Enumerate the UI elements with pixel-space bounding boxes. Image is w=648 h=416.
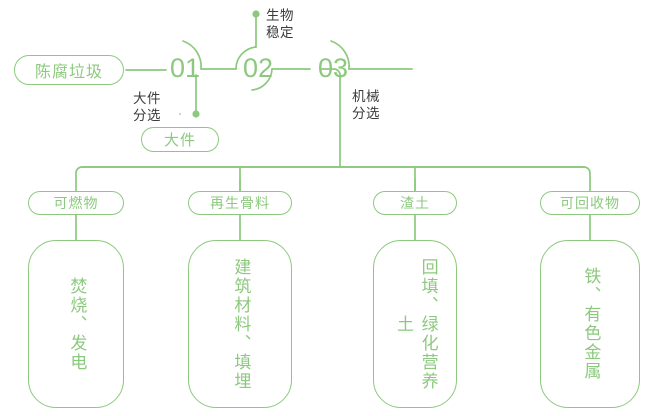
destination-text-slag-soil: 回填、绿化营养土 (394, 257, 438, 391)
dot-bio (252, 10, 260, 18)
box-destination-slag-soil[interactable]: 回填、绿化营养土 (373, 240, 457, 408)
node-bulky-output[interactable]: 大件 (141, 127, 219, 152)
note-bio-stabilize: 生物 稳定 (266, 8, 294, 41)
node-category-slag-soil[interactable]: 渣土 (373, 191, 457, 215)
arc-02-upper (235, 46, 257, 70)
dot-bulky (192, 110, 200, 118)
phase-number-03: 03 (318, 53, 349, 83)
arc-01 (182, 40, 202, 70)
note-mechanical-sort: 机械 分选 (352, 89, 380, 122)
box-destination-combustible[interactable]: 焚烧、发电 (28, 240, 124, 408)
box-destination-recyclable[interactable]: 铁、有色金属 (540, 240, 640, 408)
node-category-aggregate[interactable]: 再生骨料 (188, 191, 292, 215)
phase-number-01: 01 (170, 53, 201, 83)
destination-text-combustible: 焚烧、发电 (67, 276, 87, 372)
node-source-waste[interactable]: 陈腐垃圾 (14, 55, 124, 85)
node-category-combustible[interactable]: 可燃物 (28, 191, 124, 215)
destination-text-recyclable: 铁、有色金属 (581, 267, 601, 381)
box-destination-aggregate[interactable]: 建筑材料、填埋 (188, 240, 292, 408)
bus-horizontal (75, 166, 591, 180)
destination-text-aggregate: 建筑材料、填埋 (231, 257, 251, 391)
note-bulky-sort: 大件 分选 (133, 91, 161, 124)
arc-03-drop-corner (321, 68, 341, 79)
node-category-recyclable[interactable]: 可回收物 (540, 191, 640, 215)
arc-03 (330, 40, 350, 70)
phase-number-02: 02 (243, 53, 274, 83)
arc-02-lower (251, 68, 273, 91)
